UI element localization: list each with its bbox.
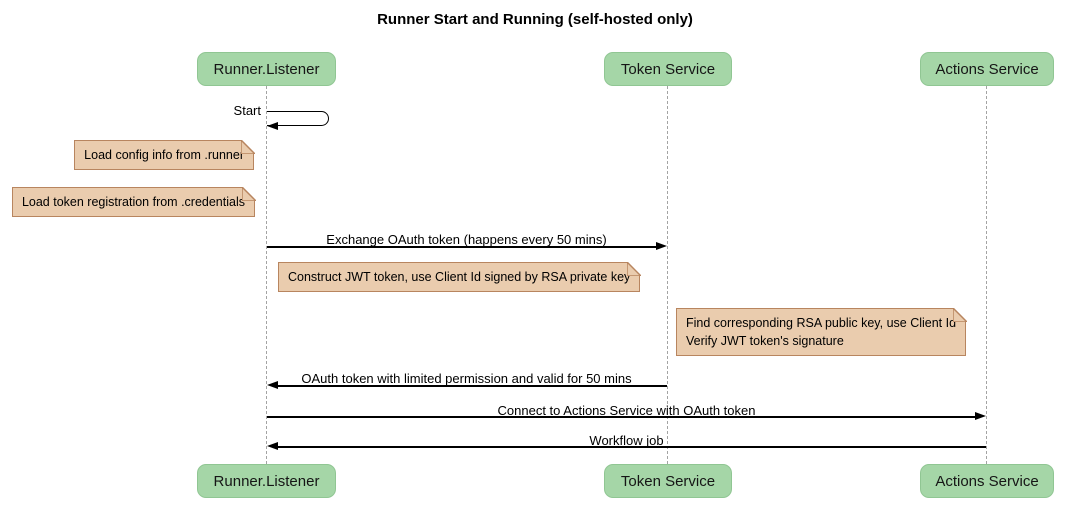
message-line [267, 416, 975, 418]
lifeline-token-service [667, 86, 668, 464]
arrowhead-right-icon [975, 412, 986, 420]
note-load-config: Load config info from .runner [74, 139, 255, 170]
note-text-line2: Verify JWT token's signature [686, 334, 844, 348]
message-label-workflow-job: Workflow job [589, 433, 664, 448]
participant-actions-service-bottom: Actions Service [920, 464, 1054, 498]
note-text: Load config info from .runner [84, 148, 244, 162]
note-fold-icon [241, 186, 256, 201]
message-label-connect-actions: Connect to Actions Service with OAuth to… [497, 403, 756, 418]
message-line [278, 385, 667, 387]
participant-runner-listener-top: Runner.Listener [197, 52, 336, 86]
participant-token-service-bottom: Token Service [604, 464, 732, 498]
note-text-line1: Find corresponding RSA public key, use C… [686, 316, 957, 330]
note-text: Load token registration from .credential… [21, 195, 245, 209]
message-line [267, 246, 656, 248]
message-label-oauth-token-return: OAuth token with limited permission and … [301, 371, 632, 386]
note-text: Construct JWT token, use Client Id signe… [288, 270, 631, 284]
participant-runner-listener-bottom: Runner.Listener [197, 464, 336, 498]
lifeline-actions-service [986, 86, 987, 464]
note-verify-jwt: Find corresponding RSA public key, use C… [676, 307, 967, 356]
arrowhead-left-icon [267, 381, 278, 389]
diagram-title: Runner Start and Running (self-hosted on… [377, 11, 693, 28]
participant-actions-service-top: Actions Service [920, 52, 1054, 86]
arrowhead-left-icon [267, 442, 278, 450]
note-fold-icon [626, 261, 641, 276]
note-fold-icon [952, 307, 967, 322]
message-line [278, 446, 986, 448]
self-message-loop [267, 111, 329, 126]
arrowhead-left-icon [267, 121, 278, 130]
note-fold-icon [240, 139, 255, 154]
note-load-token-registration: Load token registration from .credential… [11, 186, 256, 217]
arrowhead-right-icon [656, 242, 667, 250]
message-label-start: Start [233, 103, 261, 118]
lifeline-runner-listener [266, 86, 267, 464]
message-label-exchange-oauth: Exchange OAuth token (happens every 50 m… [326, 232, 607, 247]
note-construct-jwt: Construct JWT token, use Client Id signe… [278, 261, 641, 292]
participant-token-service-top: Token Service [604, 52, 732, 86]
